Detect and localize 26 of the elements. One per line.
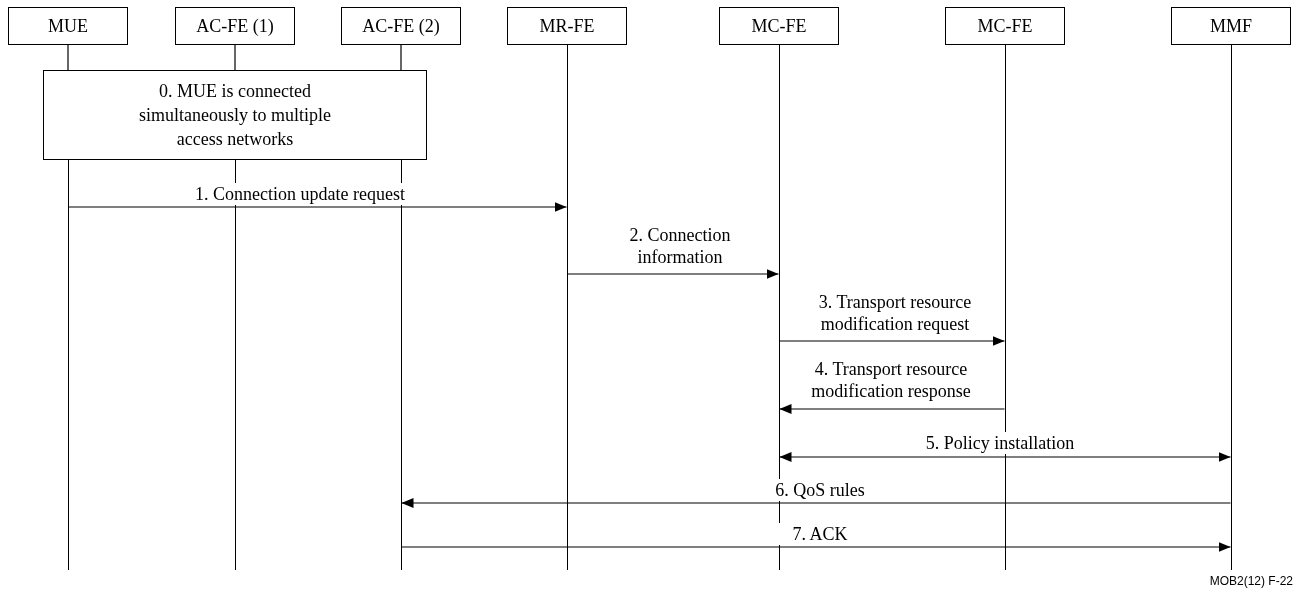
message-arrow: [778, 452, 1232, 462]
message-arrow: [400, 542, 1232, 552]
participant-box: MMF: [1171, 7, 1291, 45]
lifeline: [67, 160, 69, 570]
lifeline: [1230, 45, 1232, 570]
lifeline-segment: [400, 44, 402, 71]
note-box: 0. MUE is connected simultaneously to multiple access networks: [43, 70, 427, 160]
participant-box: MC-FE: [945, 7, 1065, 45]
lifeline: [566, 45, 568, 570]
participant-box: AC-FE (1): [175, 7, 295, 45]
lifeline-segment: [234, 44, 236, 71]
message-arrow: [566, 269, 780, 279]
lifeline: [400, 160, 402, 570]
participant-box: MUE: [8, 7, 128, 45]
lifeline-segment: [67, 44, 69, 71]
message-arrow: [778, 336, 1006, 346]
participant-box: MR-FE: [507, 7, 627, 45]
lifeline: [778, 45, 780, 570]
message-arrow: [400, 498, 1232, 508]
lifeline: [1004, 45, 1006, 570]
participant-box: MC-FE: [719, 7, 839, 45]
message-arrow: [67, 202, 568, 212]
figure-id: MOB2(12) F-22: [1209, 573, 1293, 590]
message-arrow: [778, 404, 1006, 414]
participant-box: AC-FE (2): [341, 7, 461, 45]
lifeline: [234, 160, 236, 570]
